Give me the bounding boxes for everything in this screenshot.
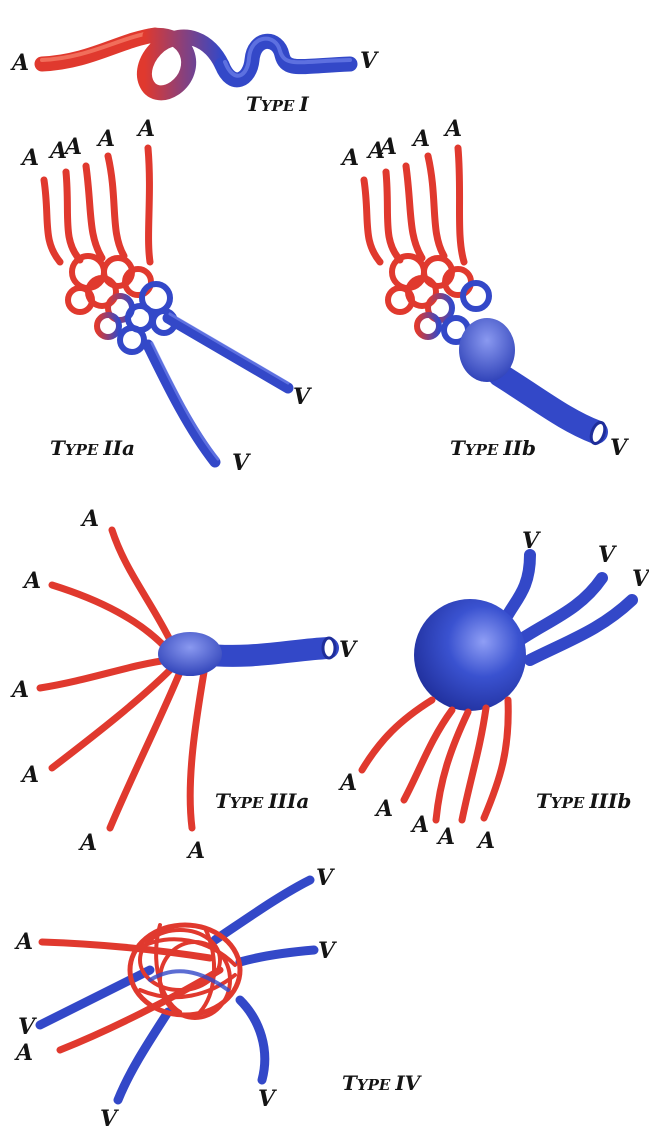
type-i-loop	[144, 35, 222, 92]
type-iv-vein-label-1: V	[316, 865, 335, 891]
type-iiia-artery-label-5: A	[78, 830, 97, 856]
type-iia-vein-label-1: V	[293, 384, 312, 410]
type-iib-venous-sac	[459, 318, 515, 382]
type-iv-vein-label-4: V	[100, 1106, 119, 1129]
type-iiia-venous-sac	[158, 632, 222, 676]
type-iv-vein-2	[240, 950, 314, 962]
type-iiib-vein-1	[505, 555, 530, 620]
type-iia-artery-5	[148, 148, 150, 262]
type-iia-artery-label-3: A	[63, 134, 82, 160]
type-iiib-vein-label-1: V	[522, 528, 541, 554]
type-iib-vein	[500, 375, 596, 432]
type-iia-artery-label-1: A	[20, 145, 39, 171]
type-iiib-vein-label-3: V	[632, 566, 649, 592]
type-iv-artery-label-2: A	[14, 1040, 33, 1066]
type-iiia-artery-label-4: A	[20, 762, 39, 788]
type-iia-artery-3	[86, 166, 102, 258]
type-iia-nidus	[68, 256, 175, 352]
type-iv-artery-2	[60, 970, 220, 1050]
type-iiia-artery-2	[52, 585, 168, 650]
type-iv-vein-1	[215, 880, 310, 940]
type-iia-artery-1	[44, 180, 60, 262]
type-iiia-artery-label-2: A	[22, 568, 41, 594]
type-iia-artery-label-5: A	[136, 116, 155, 142]
type-iib-artery-label-1: A	[340, 145, 359, 171]
type-iiib-venous-sphere	[414, 599, 526, 711]
type-iib-artery-3	[406, 166, 422, 258]
type-iiib-artery-label-1: A	[338, 770, 357, 796]
type-iib-vein-label: V	[610, 435, 629, 461]
type-iib-artery-5	[458, 148, 464, 262]
type-iiia-artery-label-1: A	[80, 506, 99, 532]
type-i-artery-label: A	[10, 50, 29, 76]
type-iiia-artery-6	[190, 672, 204, 828]
type-iiib-artery-label-3: A	[410, 812, 429, 838]
type-iiib-vein-label-2: V	[598, 542, 617, 568]
type-iiia-vein-label: V	[339, 637, 358, 663]
type-iia-artery-2	[66, 172, 80, 260]
type-iv-vein-4	[118, 1012, 168, 1100]
type-iv-vein-3	[240, 1000, 265, 1080]
type-iv-artery-label-1: A	[14, 929, 33, 955]
type-iib-artery-2	[386, 172, 400, 260]
type-iv-vein-label-3: V	[258, 1086, 277, 1112]
type-iiib-artery-label-4: A	[436, 824, 455, 850]
type-iiia-artery-3	[40, 660, 168, 688]
type-iib-artery-label-5: A	[443, 116, 462, 142]
type-iia-vein-label-2: V	[232, 450, 251, 476]
type-iv-vein-label-5: V	[18, 1014, 37, 1040]
type-iiib-artery-label-2: A	[374, 796, 393, 822]
type-iib-artery-1	[364, 180, 380, 262]
type-iia-artery-4	[108, 156, 124, 256]
type-iia-vein-1	[168, 318, 288, 388]
type-iiia-artery-label-3: A	[10, 677, 29, 703]
type-iiib-artery-label-5: A	[476, 828, 495, 854]
type-iv-vein-label-2: V	[318, 938, 337, 964]
type-iib-artery-4	[428, 156, 444, 256]
type-iib-artery-label-4: A	[411, 126, 430, 152]
type-iiia-artery-label-6: A	[186, 838, 205, 864]
type-iia-artery-label-4: A	[96, 126, 115, 152]
type-i-vein-label: V	[360, 48, 379, 74]
type-iib-artery-label-3: A	[378, 134, 397, 160]
